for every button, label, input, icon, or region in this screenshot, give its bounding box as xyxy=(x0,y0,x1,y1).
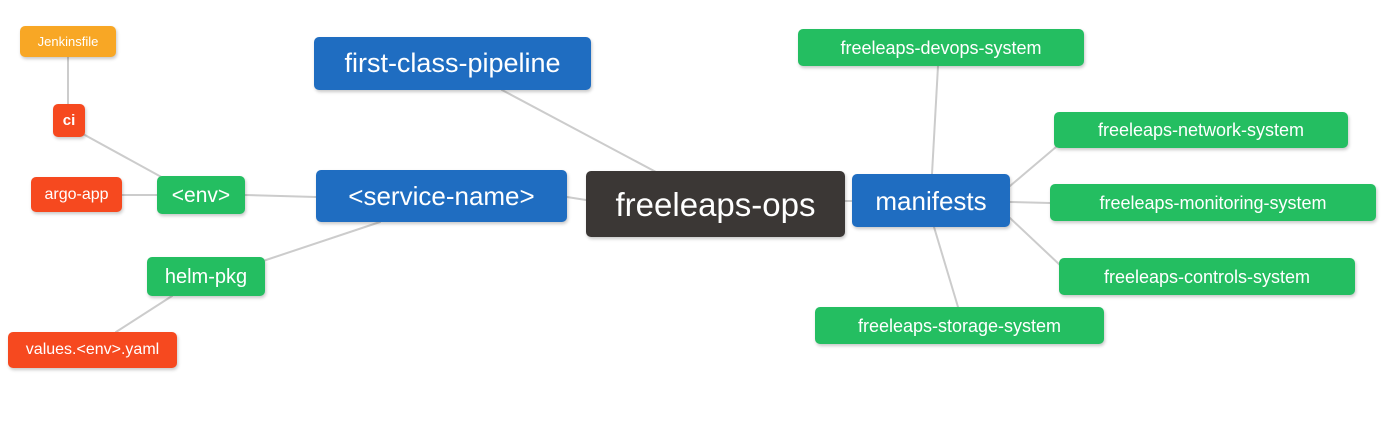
edge-values-env-yaml--helm-pkg xyxy=(115,295,173,333)
edge-first-class-pipeline--freeleaps-ops xyxy=(501,89,657,173)
node-freeleaps-devops-system[interactable]: freeleaps-devops-system xyxy=(798,29,1084,66)
node-freeleaps-ops[interactable]: freeleaps-ops xyxy=(586,171,845,237)
node-freeleaps-controls-system[interactable]: freeleaps-controls-system xyxy=(1059,258,1355,295)
node-helm-pkg[interactable]: helm-pkg xyxy=(147,257,265,296)
node-argo-app[interactable]: argo-app xyxy=(31,177,122,212)
node-manifests[interactable]: manifests xyxy=(852,174,1010,227)
node-ci[interactable]: ci xyxy=(53,104,85,137)
edge-env--service-name xyxy=(244,194,317,198)
node-values-env-yaml[interactable]: values.<env>.yaml xyxy=(8,332,177,368)
node-freeleaps-storage-system[interactable]: freeleaps-storage-system xyxy=(815,307,1104,344)
edge-service-name--freeleaps-ops xyxy=(566,196,587,201)
edge-manifests--freeleaps-network-system xyxy=(1009,146,1057,187)
edge-manifests--freeleaps-monitoring-system xyxy=(1009,201,1051,204)
node-first-class-pipeline[interactable]: first-class-pipeline xyxy=(314,37,591,90)
edge-manifests--freeleaps-controls-system xyxy=(1009,217,1062,267)
node-service-name[interactable]: <service-name> xyxy=(316,170,567,222)
edge-helm-pkg--service-name xyxy=(262,221,381,262)
node-env[interactable]: <env> xyxy=(157,176,245,214)
node-jenkinsfile[interactable]: Jenkinsfile xyxy=(20,26,116,57)
edge-manifests--freeleaps-storage-system xyxy=(933,226,959,308)
node-freeleaps-monitoring-system[interactable]: freeleaps-monitoring-system xyxy=(1050,184,1376,221)
node-freeleaps-network-system[interactable]: freeleaps-network-system xyxy=(1054,112,1348,148)
edge-manifests--freeleaps-devops-system xyxy=(931,65,939,175)
edge-ci--env xyxy=(82,133,166,180)
